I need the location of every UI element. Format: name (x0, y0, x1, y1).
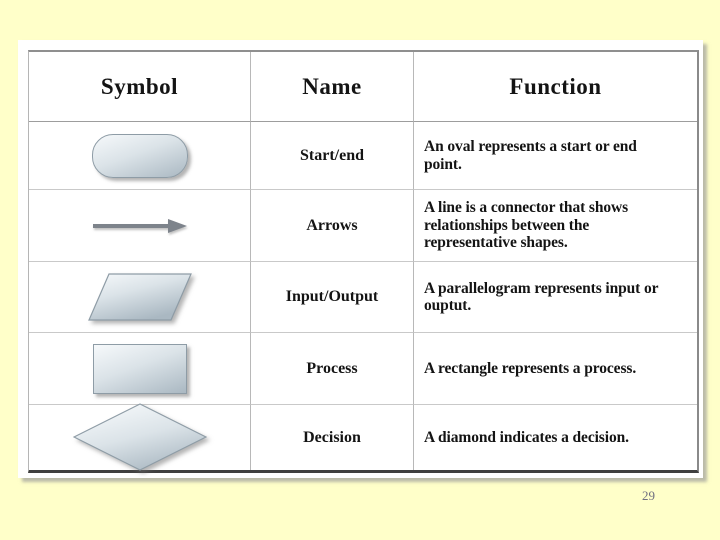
table-row-name-cell: Input/Output (251, 262, 414, 333)
symbol-name: Process (306, 359, 358, 377)
symbol-name: Arrows (306, 216, 358, 234)
symbol-function-text: A parallelogram represents input or oupt… (424, 279, 659, 315)
column-header-function: Function (414, 52, 697, 122)
table-row-symbol-cell (29, 262, 251, 333)
oval-terminator-icon (91, 133, 188, 178)
symbol-name: Decision (303, 428, 361, 446)
table-row-function-cell: An oval represents a start or end point. (414, 122, 697, 190)
table-row-name-cell: Process (251, 333, 414, 405)
column-header-symbol: Symbol (29, 52, 251, 122)
table-row-name-cell: Decision (251, 405, 414, 470)
table-row-symbol-cell (29, 190, 251, 262)
table-row-symbol-cell (29, 402, 251, 471)
table-row-name-cell: Start/end (251, 122, 414, 190)
arrow-connector-icon (92, 218, 187, 233)
symbol-function-text: An oval represents a start or end point. (424, 138, 637, 173)
header-label: Name (302, 73, 362, 99)
header-label: Symbol (100, 73, 179, 99)
symbol-name: Input/Output (285, 288, 379, 305)
symbol-function-text: A rectangle represents a process. (424, 359, 637, 377)
header-label: Function (509, 73, 602, 99)
symbol-function-text: A line is a connector that shows relatio… (424, 199, 629, 252)
diamond-decision-icon (72, 402, 207, 471)
symbols-table: Symbol Name Function Start/end An oval r… (28, 50, 699, 473)
table-row-function-cell: A line is a connector that shows relatio… (414, 190, 697, 262)
table-panel: Symbol Name Function Start/end An oval r… (18, 40, 703, 478)
symbol-function-text: A diamond indicates a decision. (424, 428, 629, 446)
column-header-name: Name (251, 52, 414, 122)
rectangle-process-icon (92, 343, 187, 394)
table-row-symbol-cell (29, 122, 251, 190)
table-row-function-cell: A diamond indicates a decision. (414, 405, 697, 470)
table-row-function-cell: A parallelogram represents input or oupt… (414, 262, 697, 333)
table-row-function-cell: A rectangle represents a process. (414, 333, 697, 405)
symbol-name: Start/end (300, 146, 364, 164)
page-number: 29 (642, 488, 655, 503)
parallelogram-io-icon (87, 273, 192, 321)
table-row-symbol-cell (29, 333, 251, 405)
table-row-name-cell: Arrows (251, 190, 414, 262)
